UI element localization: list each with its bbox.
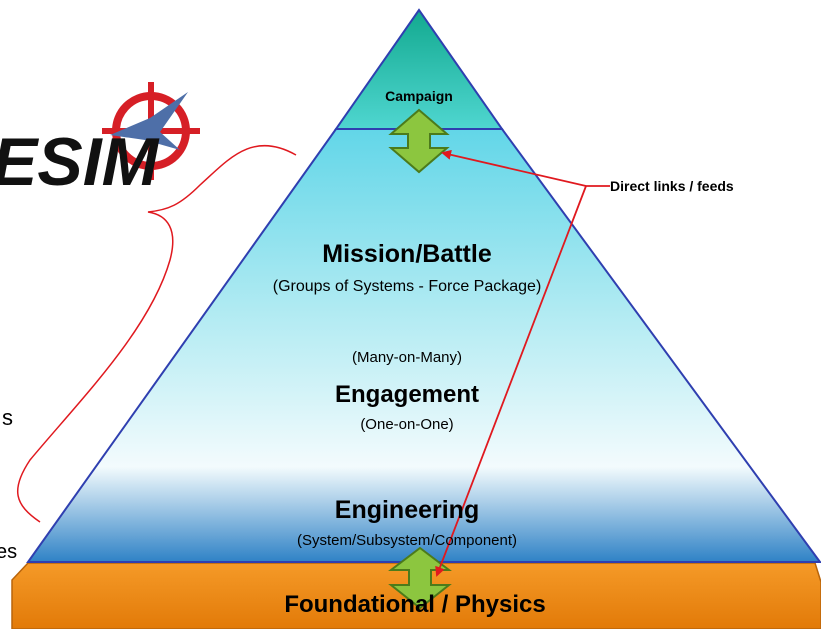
engineering-title: Engineering — [335, 496, 479, 524]
engagement-subtitle: (One-on-One) — [360, 416, 453, 433]
direct-link-line-lower — [435, 185, 587, 577]
left-fragment-es: es — [0, 541, 17, 563]
left-brace — [16, 144, 297, 523]
left-fragment-s: s — [2, 405, 13, 430]
engagement-title: Engagement — [335, 381, 479, 408]
engineering-subtitle: (System/Subsystem/Component) — [297, 532, 517, 549]
mission-title: Mission/Battle — [322, 240, 492, 268]
esim-logo: ESIM — [0, 82, 200, 200]
foundational-label: Foundational / Physics — [284, 591, 545, 618]
logo-text: ESIM — [0, 124, 160, 200]
direct-links-label: Direct links / feeds — [610, 178, 734, 194]
many-on-many-label: (Many-on-Many) — [352, 349, 462, 366]
double-arrow-top — [388, 108, 450, 174]
campaign-label: Campaign — [385, 88, 453, 104]
mission-subtitle: (Groups of Systems - Force Package) — [273, 278, 542, 295]
